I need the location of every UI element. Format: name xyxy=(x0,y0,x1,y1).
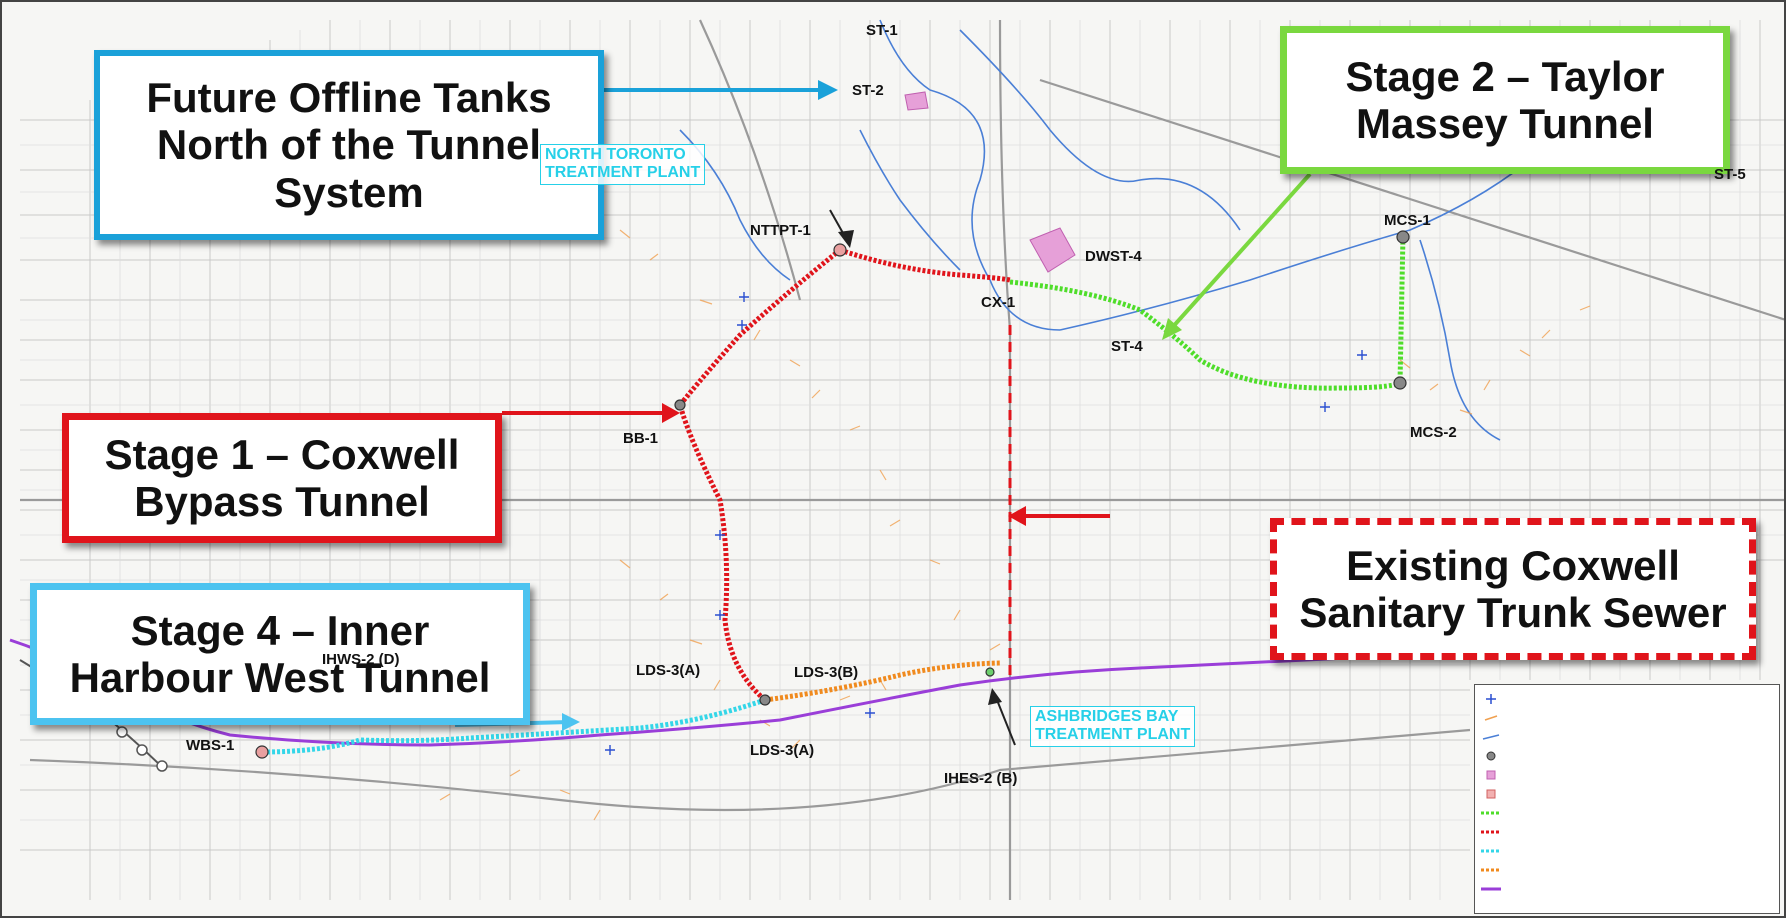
legend-row xyxy=(1481,803,1773,822)
storage-tank-icon xyxy=(1481,770,1501,780)
label-st1: ST-1 xyxy=(866,22,898,39)
label-dwst4: DWST-4 xyxy=(1085,248,1142,265)
legend-row xyxy=(1481,708,1773,727)
label-mcs1: MCS-1 xyxy=(1384,212,1431,229)
sewershed-markers xyxy=(439,229,1591,821)
label-north-toronto-plant: NORTH TORONTO TREATMENT PLANT xyxy=(540,144,706,185)
inner-harbour-east-tunnel-line xyxy=(764,660,1001,703)
callout-existing-coxwell-sewer: Existing Coxwell Sanitary Trunk Sewer xyxy=(1270,518,1756,660)
storage-shaft-icon xyxy=(1481,789,1501,799)
stage1-tunnel-line xyxy=(677,247,1011,702)
legend-row xyxy=(1481,765,1773,784)
plant-text: NORTH TORONTO xyxy=(545,146,686,163)
callout-text: Stage 1 – Coxwell xyxy=(104,430,460,478)
label-lds3b: LDS-3(B) xyxy=(794,664,859,681)
purple-tunnel-icon xyxy=(1481,884,1501,894)
callout-text: North of the Tunnel xyxy=(156,121,542,169)
label-st4: ST-4 xyxy=(1111,338,1143,355)
label-cx1: CX-1 xyxy=(981,294,1016,311)
label-nttpt1: NTTPT-1 xyxy=(750,222,811,239)
label-lds3a-alt: LDS-3(A) xyxy=(636,662,701,679)
red-tunnel-icon xyxy=(1481,827,1501,837)
legend-row xyxy=(1481,727,1773,746)
orange-mark-icon xyxy=(1481,713,1501,723)
callout-text: Sanitary Trunk Sewer xyxy=(1299,589,1727,636)
plant-text: ASHBRIDGES BAY xyxy=(1035,708,1179,725)
callout-text: Future Offline Tanks xyxy=(146,74,552,122)
label-ihws2: IHWS-2 (D) xyxy=(322,651,400,668)
callout-text: Stage 2 – Taylor xyxy=(1345,52,1665,100)
legend-row xyxy=(1481,879,1773,898)
label-st2: ST-2 xyxy=(852,82,884,99)
map-legend xyxy=(1474,684,1780,914)
callout-stage4-inner-harbour-west: Stage 4 – Inner Harbour West Tunnel xyxy=(30,583,530,725)
cross-icon xyxy=(1481,693,1501,704)
legend-row xyxy=(1481,746,1773,765)
label-mcs2: MCS-2 xyxy=(1410,424,1457,441)
callout-text: Stage 4 – Inner xyxy=(130,606,430,654)
callout-text: Massey Tunnel xyxy=(1356,100,1654,147)
callout-text: System xyxy=(274,168,424,216)
label-ihes2: IHES-2 (B) xyxy=(944,770,1018,787)
stage2-tunnel-line xyxy=(1009,234,1406,391)
callout-text: Existing Coxwell xyxy=(1346,541,1680,589)
label-lds3a: LDS-3(A) xyxy=(750,742,815,759)
shaft-markers xyxy=(255,230,1410,759)
label-ashbridges-bay-plant: ASHBRIDGES BAY TREATMENT PLANT xyxy=(1030,706,1196,747)
callout-stage2-taylor-massey: Stage 2 – Taylor Massey Tunnel xyxy=(1280,26,1730,174)
legend-row xyxy=(1481,689,1773,708)
callout-text: Harbour West Tunnel xyxy=(69,654,491,701)
river-line-icon xyxy=(1481,732,1501,742)
callout-future-offline-tanks: Future Offline Tanks North of the Tunnel… xyxy=(94,50,604,240)
orange-tunnel-icon xyxy=(1481,865,1501,875)
relief-markers xyxy=(605,292,1367,755)
legend-row xyxy=(1481,822,1773,841)
plant-text: TREATMENT PLANT xyxy=(545,164,701,182)
legend-row xyxy=(1481,860,1773,879)
callout-stage1-coxwell-bypass: Stage 1 – Coxwell Bypass Tunnel xyxy=(62,413,502,543)
shaft-icon xyxy=(1481,751,1501,761)
label-bb1: BB-1 xyxy=(623,430,659,447)
plant-text: TREATMENT PLANT xyxy=(1035,726,1191,744)
label-st5: ST-5 xyxy=(1714,166,1746,183)
legend-row xyxy=(1481,784,1773,803)
callout-text: Bypass Tunnel xyxy=(134,478,430,525)
legend-row xyxy=(1481,841,1773,860)
label-wbs1: WBS-1 xyxy=(186,737,235,754)
green-tunnel-icon xyxy=(1481,808,1501,818)
cyan-tunnel-icon xyxy=(1481,846,1501,856)
